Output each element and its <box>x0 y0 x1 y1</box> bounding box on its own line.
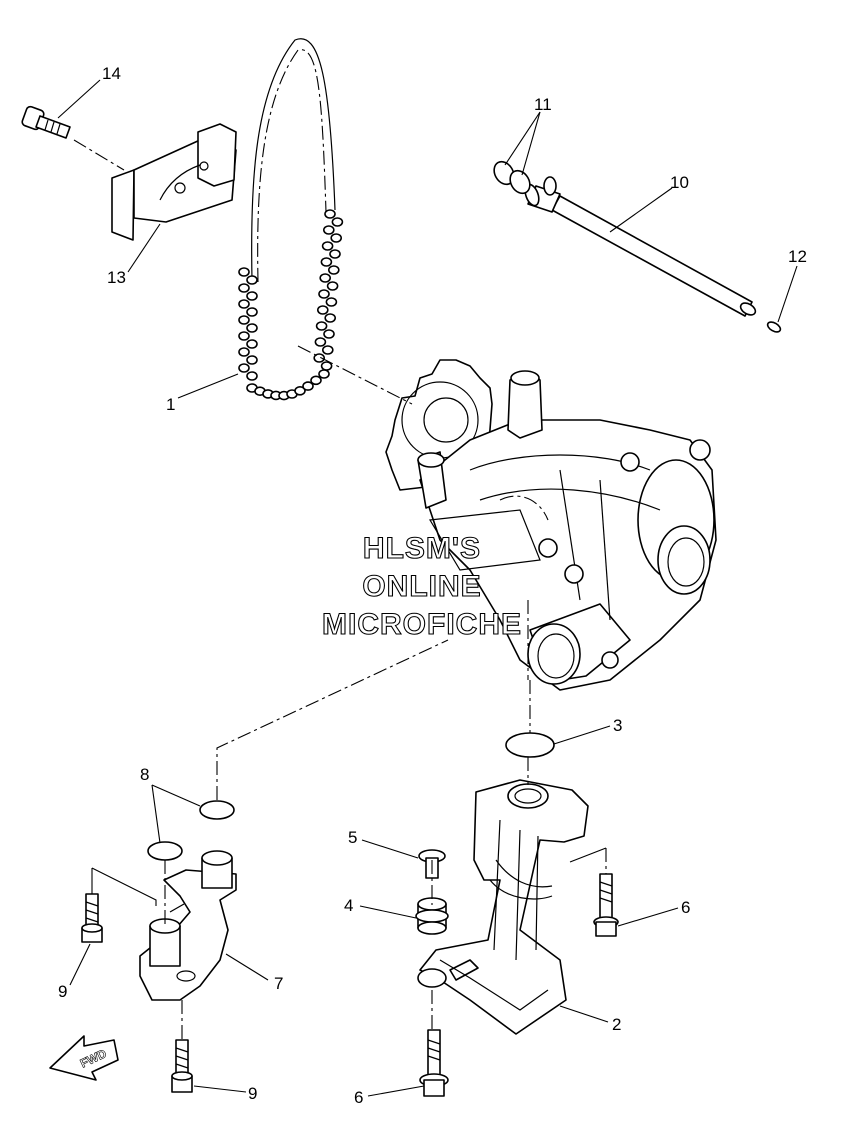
chain-link <box>318 289 330 299</box>
callout-1: 1 <box>166 395 175 414</box>
chain-link <box>246 275 258 285</box>
callout-labels: 14 13 1 11 10 12 3 8 5 4 6 7 9 2 9 6 <box>58 64 807 1107</box>
callout-14: 14 <box>102 64 121 83</box>
chain-link <box>323 329 335 339</box>
bolt-6-right <box>593 873 619 937</box>
callout-13: 13 <box>107 268 126 287</box>
bolt-9-bottom <box>171 1039 193 1093</box>
chain-link <box>238 315 250 325</box>
callout-6-bottom: 6 <box>354 1088 363 1107</box>
callout-9-bottom: 9 <box>248 1084 257 1103</box>
chain-link <box>238 283 250 293</box>
chain-link <box>313 353 326 363</box>
bolt-9-left <box>81 893 103 943</box>
callout-12: 12 <box>788 247 807 266</box>
callout-6-right: 6 <box>681 898 690 917</box>
chain-link <box>316 305 329 315</box>
o-ring-3 <box>505 732 555 758</box>
o-rings-8 <box>147 800 235 861</box>
pump-shaft-10 <box>524 176 757 317</box>
watermark-line-3: MICROFICHE <box>322 608 522 641</box>
chain-link <box>329 249 341 259</box>
oil-strainer-2 <box>417 779 589 1035</box>
timing-chain-1 <box>238 38 344 401</box>
callout-8: 8 <box>140 765 149 784</box>
chain-link <box>294 385 306 396</box>
chain-link <box>324 209 336 219</box>
chain-link <box>246 355 258 365</box>
chain-link <box>327 265 340 275</box>
callout-3: 3 <box>613 716 622 735</box>
grommet-4 <box>415 897 449 935</box>
callout-10: 10 <box>670 173 689 192</box>
alignment-lines <box>73 139 607 1040</box>
forward-arrow-icon: FWD <box>49 1035 119 1081</box>
watermark: HLSM'S ONLINE MICROFICHE <box>321 531 522 641</box>
chain-link <box>238 363 250 373</box>
leader-lines <box>57 79 798 1097</box>
chain-link <box>331 217 344 227</box>
callout-5: 5 <box>348 828 357 847</box>
o-ring-12 <box>766 321 782 333</box>
chain-link <box>314 337 327 347</box>
chain-link <box>322 225 335 235</box>
oil-pipe-7 <box>139 850 237 1001</box>
chain-link <box>310 375 322 386</box>
o-rings-11 <box>493 160 531 195</box>
chain-link <box>238 331 250 341</box>
callout-11: 11 <box>534 95 552 114</box>
chain-link <box>238 267 250 277</box>
chain-link <box>302 381 314 391</box>
watermark-line-2: ONLINE <box>362 570 481 603</box>
chain-link <box>321 241 334 251</box>
bolt-6-bottom <box>419 1029 449 1097</box>
chain-link <box>330 233 343 243</box>
chain-link <box>238 299 250 309</box>
callout-2: 2 <box>612 1015 621 1034</box>
chain-link <box>321 345 334 355</box>
callout-9-left: 9 <box>58 982 67 1001</box>
watermark-line-1: HLSM'S <box>363 532 481 565</box>
chain-link <box>238 347 250 357</box>
bolt-14 <box>21 105 71 139</box>
chain-link <box>246 307 258 317</box>
chain-link <box>246 291 258 301</box>
chain-link <box>324 313 337 323</box>
callout-7: 7 <box>274 974 283 993</box>
chain-guide-13 <box>111 123 237 241</box>
chain-link <box>319 273 332 283</box>
oil-pump-assembly <box>385 359 717 691</box>
chain-link <box>318 369 330 379</box>
chain-link <box>320 257 333 267</box>
chain-link <box>246 323 258 333</box>
chain-link <box>320 361 333 371</box>
callout-4: 4 <box>344 896 353 915</box>
chain-link <box>325 297 338 307</box>
chain-link <box>246 339 258 349</box>
chain-link <box>315 321 328 331</box>
chain-link <box>246 371 258 381</box>
chain-link <box>326 281 339 291</box>
